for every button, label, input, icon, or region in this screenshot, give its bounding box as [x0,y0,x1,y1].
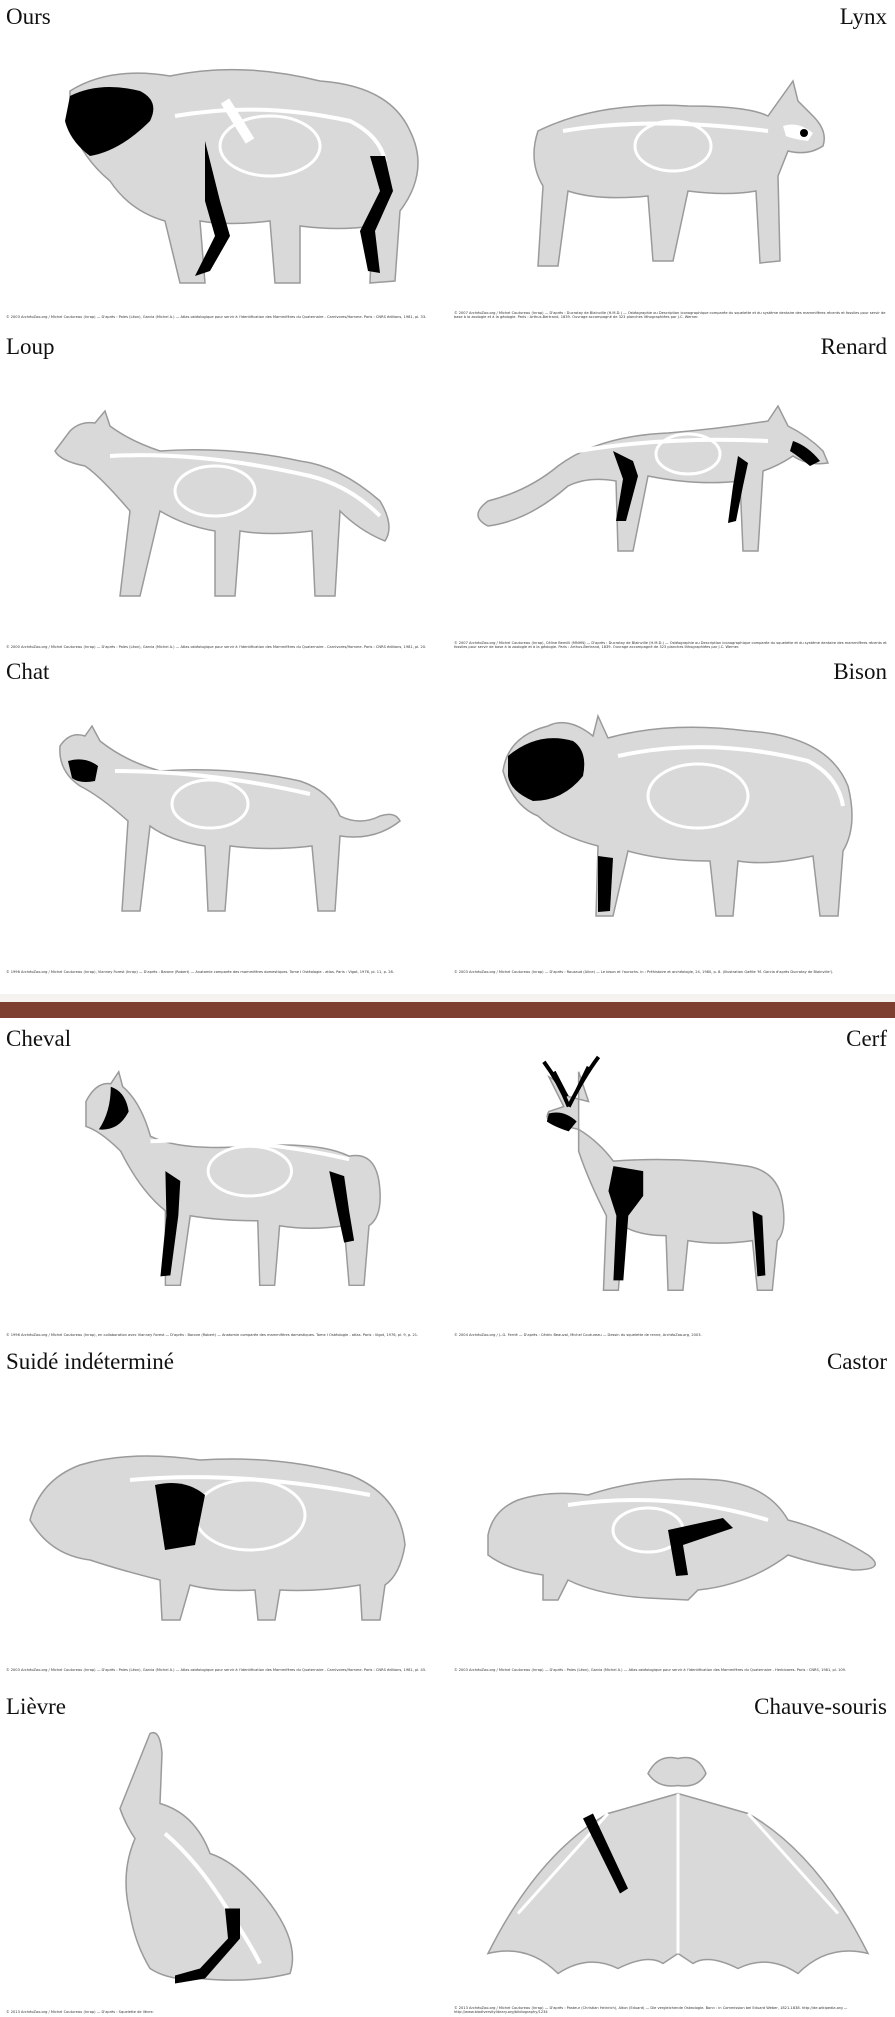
image-credit: © 1996 ArchéoZoo.org / Michel Coutureau … [6,1333,441,1338]
image-credit: © 2000 ArchéoZoo.org / Michel Coutureau … [6,645,441,650]
panel-chauve-souris: Chauve-souris © 2013 ArchéoZoo.org / Mich… [448,1690,895,2017]
panel-chat: Chat © 1996 ArchéoZoo.org / Michel Coutur… [0,655,447,977]
skeleton-illustration [0,20,447,312]
panel-lynx: Lynx © 2007 ArchéoZoo.org / Michel Coutur… [448,0,895,322]
skeleton-illustration [0,1710,447,2007]
panel-bison: Bison © 2003 ArchéoZoo.org / Michel Coutu… [448,655,895,977]
animal-name: Chat [6,659,49,685]
animal-name: Cerf [846,1026,887,1052]
image-credit: © 2003 ArchéoZoo.org / Michel Coutureau … [454,970,889,975]
animal-name: Cheval [6,1026,71,1052]
animal-name: Ours [6,4,51,30]
skeleton-illustration [0,350,447,642]
section-divider [0,1002,895,1018]
animal-name: Lièvre [6,1694,66,1720]
skeleton-illustration [0,1042,447,1330]
animal-name: Bison [833,659,887,685]
skeleton-illustration [448,1365,895,1665]
skeleton-illustration [448,1042,895,1330]
image-credit: © 2013 ArchéoZoo.org / Michel Coutureau … [454,2006,889,2015]
image-credit: © 2004 ArchéoZoo.org / J.-G. Ferrié — D'… [454,1333,889,1338]
panel-cheval: Cheval © 1996 ArchéoZoo.org / Michel Cout… [0,1022,447,1340]
divider-gap [0,994,895,1002]
panel-ours: Ours © 2003 ArchéoZoo.org / Michel Coutur… [0,0,447,322]
panel-lièvre: Lièvre © 2013 ArchéoZoo.org / Michel Cout… [0,1690,447,2017]
image-credit: © 2003 ArchéoZoo.org / Michel Coutureau … [454,1668,889,1673]
image-credit: © 2003 ArchéoZoo.org / Michel Coutureau … [6,1668,441,1673]
image-credit: © 2013 ArchéoZoo.org / Michel Coutureau … [6,2010,441,2015]
image-credit: © 2007 ArchéoZoo.org / Michel Coutureau … [454,311,889,320]
image-credit: © 1996 ArchéoZoo.org / Michel Coutureau … [6,970,441,975]
animal-name: Renard [821,334,887,360]
skeleton-illustration [448,350,895,642]
image-credit: © 2003 ArchéoZoo.org / Michel Coutureau … [6,315,441,320]
skeleton-illustration [0,1365,447,1665]
panel-suidé-indéterminé: Suidé indéterminé © 2003 ArchéoZoo.org / … [0,1345,447,1675]
animal-name: Chauve-souris [754,1694,887,1720]
animal-name: Suidé indéterminé [6,1349,174,1375]
panel-castor: Castor © 2003 ArchéoZoo.org / Michel Cout… [448,1345,895,1675]
skeleton-illustration [0,675,447,967]
skeleton-illustration [448,675,895,967]
image-credit: © 2007 ArchéoZoo.org / Michel Coutureau … [454,641,889,650]
panel-loup: Loup © 2000 ArchéoZoo.org / Michel Coutur… [0,330,447,652]
animal-name: Castor [827,1349,887,1375]
animal-name: Lynx [840,4,887,30]
skeleton-illustration [448,20,895,312]
skeleton-illustration [448,1710,895,2007]
panel-cerf: Cerf © 2004 ArchéoZoo.org / J.-G. Ferrié … [448,1022,895,1340]
panel-renard: Renard © 2007 ArchéoZoo.org / Michel Cout… [448,330,895,652]
animal-name: Loup [6,334,55,360]
